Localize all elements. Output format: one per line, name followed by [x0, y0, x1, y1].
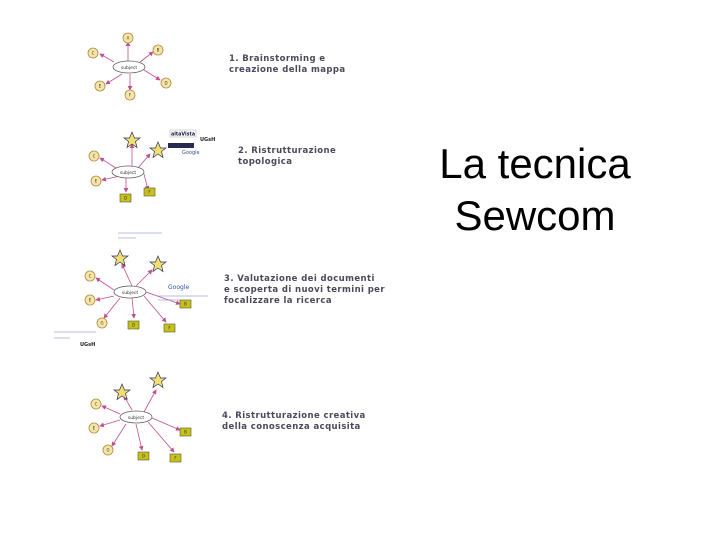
- svg-text:A: A: [127, 36, 130, 41]
- map-2-square-f: [143, 187, 156, 197]
- map-2-node-e: [90, 175, 102, 187]
- svg-text:B: B: [184, 430, 187, 435]
- map-4-ristrutturazione-creativa: subject C E G D F B: [88, 371, 192, 463]
- map-4-center-label: subject: [128, 415, 145, 421]
- map-2-center-node: [111, 165, 145, 179]
- step-4-line-1: 4. Ristrutturazione creativa: [222, 411, 366, 421]
- map-2-logo-dark-bar: [168, 143, 194, 148]
- svg-text:D: D: [142, 454, 145, 459]
- map-4-square-d: [137, 451, 150, 461]
- map-2-star-2: [148, 141, 168, 159]
- slide-title: La tecnica Sewcom: [420, 138, 650, 242]
- step-2-line-2: topologica: [238, 157, 293, 167]
- map-4-star-1: [112, 383, 132, 401]
- map-2-logo-altavista: altaVista: [171, 132, 195, 138]
- map-1-node-f: [124, 89, 136, 101]
- map-2-topologica: subject C E D F altaVista UGsH Google: [88, 129, 215, 239]
- step-3-line-1: 3. Valutazione dei documenti: [224, 274, 375, 284]
- svg-text:E: E: [89, 298, 92, 303]
- map-2-square-d: [119, 193, 132, 203]
- step-1-caption: 1. Brainstorming e creazione della mappa: [229, 54, 345, 76]
- map-2-logo-google: Google: [182, 150, 200, 156]
- map-3-star-2: [148, 255, 168, 273]
- svg-text:G: G: [100, 321, 103, 326]
- svg-text:F: F: [129, 93, 132, 98]
- map-2-logo-altavista-box: [169, 129, 197, 138]
- map-3-valutazione: subject C E G D F B Google UGsH: [54, 249, 208, 348]
- map-3-logo-google: Google: [168, 284, 189, 291]
- map-3-square-f: [163, 323, 176, 333]
- map-2-node-c: [88, 150, 100, 162]
- svg-text:C: C: [92, 51, 95, 56]
- svg-text:D: D: [132, 323, 135, 328]
- svg-text:F: F: [168, 326, 171, 331]
- map-3-logo-ugs: UGsH: [80, 342, 95, 348]
- svg-text:G: G: [106, 448, 109, 453]
- step-2-line-1: 2. Ristrutturazione: [238, 146, 337, 156]
- map-4-star-2: [148, 371, 168, 389]
- map-4-node-c: [90, 398, 102, 410]
- map-3-star-1: [110, 249, 130, 267]
- step-4-caption: 4. Ristrutturazione creativa della conos…: [222, 411, 366, 433]
- slide-title-line-2: Sewcom: [454, 192, 616, 239]
- map-4-square-b: [179, 427, 192, 437]
- svg-text:E: E: [93, 426, 96, 431]
- sewcom-diagram: subject A B C D E F: [54, 32, 215, 463]
- map-3-center-label: subject: [122, 290, 139, 296]
- svg-text:F: F: [148, 190, 151, 195]
- svg-text:B: B: [157, 48, 160, 53]
- map-2-logo-ugs: UGsH: [200, 137, 215, 143]
- svg-text:C: C: [95, 402, 98, 407]
- svg-text:E: E: [99, 84, 102, 89]
- step-1-line-2: creazione della mappa: [229, 65, 346, 75]
- map-3-square-d: [127, 320, 140, 330]
- map-1-node-a: [122, 32, 134, 44]
- svg-text:C: C: [89, 274, 92, 279]
- map-1-brainstorming: subject A B C D E F: [87, 32, 172, 101]
- map-1-center-label: subject: [121, 65, 138, 71]
- map-3-node-c: [84, 270, 96, 282]
- map-1-node-c: [87, 47, 99, 59]
- map-3-square-b: [179, 299, 192, 309]
- step-3-line-2: e scoperta di nuovi termini per: [224, 285, 385, 295]
- step-3-line-3: focalizzare la ricerca: [224, 296, 332, 306]
- map-2-star-1: [122, 131, 142, 149]
- svg-text:E: E: [95, 179, 98, 184]
- step-3-caption: 3. Valutazione dei documenti e scoperta …: [224, 274, 385, 307]
- svg-text:C: C: [93, 154, 96, 159]
- map-4-square-f: [169, 453, 182, 463]
- svg-text:D: D: [164, 81, 167, 86]
- map-4-node-e: [88, 422, 100, 434]
- map-4-node-g: [102, 444, 114, 456]
- map-3-node-g: [96, 317, 108, 329]
- step-2-caption: 2. Ristrutturazione topologica: [238, 146, 336, 168]
- map-2-center-label: subject: [120, 170, 137, 176]
- map-3-center-node: [113, 285, 147, 299]
- svg-text:D: D: [124, 196, 127, 201]
- step-1-line-1: 1. Brainstorming e: [229, 54, 326, 64]
- step-4-line-2: della conoscenza acquisita: [222, 422, 361, 432]
- map-4-center-node: [119, 410, 153, 424]
- map-1-node-e: [94, 80, 106, 92]
- svg-text:B: B: [184, 302, 187, 307]
- svg-text:F: F: [174, 456, 177, 461]
- map-1-node-b: [152, 44, 164, 56]
- slide-title-line-1: La tecnica: [439, 140, 631, 187]
- map-1-node-d: [160, 77, 172, 89]
- map-3-node-e: [84, 294, 96, 306]
- map-1-center-node: [112, 60, 146, 74]
